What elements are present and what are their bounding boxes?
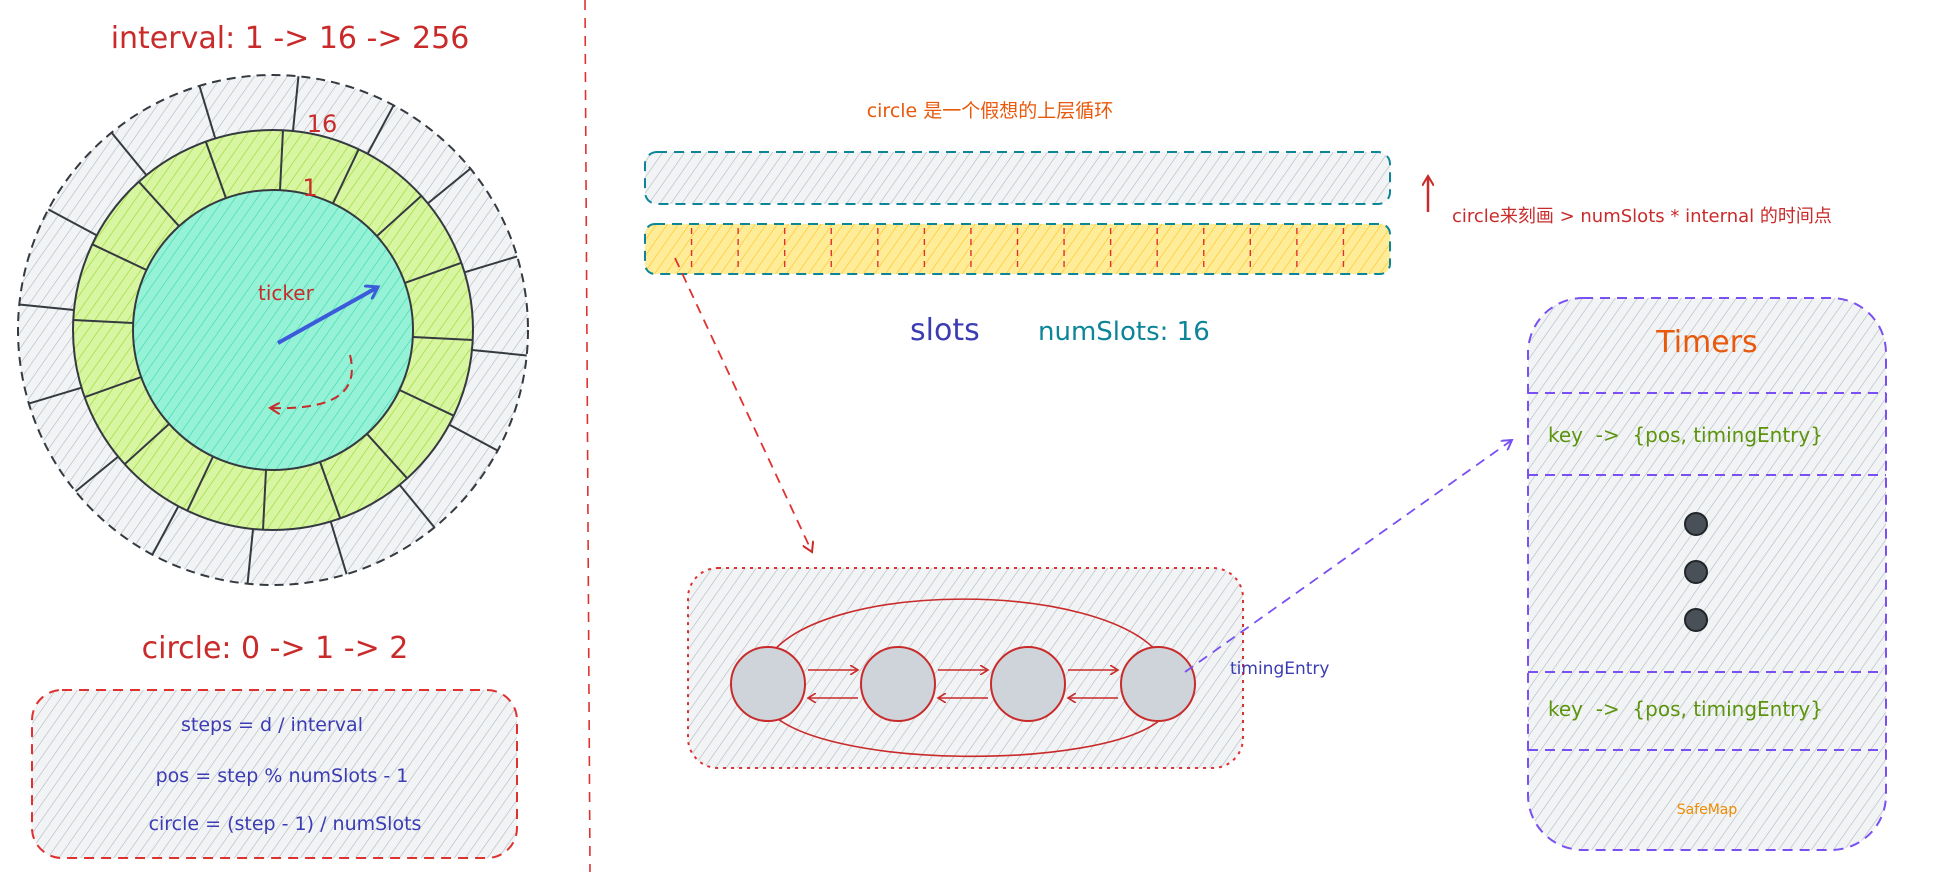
outer-ring-dividers xyxy=(19,76,527,584)
formula-panel: steps = d / interval pos = step % numSlo… xyxy=(31,689,518,859)
outer-slot-divider xyxy=(19,303,75,312)
middle-slot-divider xyxy=(73,319,134,325)
middle-slot-divider xyxy=(262,469,268,530)
middle-slot-divider xyxy=(404,261,462,284)
inner-ring-label: 1 xyxy=(302,174,317,202)
outer-slot-divider xyxy=(366,104,395,155)
middle-slot-divider xyxy=(412,335,473,341)
formula-pos: pos = step % numSlots - 1 xyxy=(156,765,409,787)
list-nodes xyxy=(730,646,1196,722)
slot-dividers xyxy=(690,228,1345,270)
ticker-arrow xyxy=(277,287,378,345)
outer-slot-divider xyxy=(398,484,436,529)
rotation-arrow xyxy=(270,354,353,408)
ticker-label: ticker xyxy=(258,281,315,305)
list-tail-to-head-link xyxy=(768,710,1161,758)
outer-slot-divider xyxy=(329,521,348,575)
middle-slot-divider xyxy=(138,181,180,227)
safemap-label: SafeMap xyxy=(1677,802,1738,818)
middle-slot-divider xyxy=(332,148,360,204)
circle-bar xyxy=(644,151,1391,205)
middle-slot-divider xyxy=(376,195,422,237)
ellipsis-dot xyxy=(1684,560,1708,584)
circle-note: circle 是一个假想的上层循环 xyxy=(867,100,1114,122)
outer-slot-divider xyxy=(464,255,518,274)
list-node xyxy=(730,646,806,722)
map-row-bottom: key -> {pos, timingEntry} xyxy=(1548,697,1823,721)
ellipsis-dots xyxy=(1684,512,1708,632)
entry-to-map-arrow xyxy=(1184,440,1512,673)
timing-entry-label: timingEntry xyxy=(1230,659,1329,679)
outer-slot-divider xyxy=(28,386,82,405)
outer-slot-divider xyxy=(448,423,499,452)
outer-slot-divider xyxy=(427,167,472,205)
middle-slot-divider xyxy=(186,456,214,512)
map-row-top: key -> {pos, timingEntry} xyxy=(1548,423,1823,447)
circle-title: circle: 0 -> 1 -> 2 xyxy=(142,631,409,666)
outer-slot-divider xyxy=(471,348,527,357)
outer-slot-divider xyxy=(291,76,300,132)
timing-list-panel xyxy=(687,567,1244,769)
interval-title: interval: 1 -> 16 -> 256 xyxy=(111,21,470,56)
outer-slot-divider xyxy=(246,528,255,584)
outer-slot-divider xyxy=(198,85,217,139)
formula-circle: circle = (step - 1) / numSlots xyxy=(149,813,422,835)
outer-slot-divider xyxy=(74,455,119,493)
outer-slot-divider xyxy=(47,208,98,237)
middle-slot-divider xyxy=(91,243,147,271)
outer-ring-label: 16 xyxy=(307,110,338,138)
timers-title: Timers xyxy=(1655,325,1757,360)
middle-slot-divider xyxy=(204,141,227,199)
middle-slot-divider xyxy=(319,461,342,519)
middle-slot-divider xyxy=(278,130,284,191)
middle-ring-dividers xyxy=(73,130,473,530)
slots-bar xyxy=(644,223,1391,275)
ellipsis-dot xyxy=(1684,608,1708,632)
timing-wheel: 16 1 ticker xyxy=(17,74,529,586)
middle-slot-divider xyxy=(399,389,455,417)
list-node xyxy=(990,646,1066,722)
section-divider xyxy=(584,0,591,872)
list-node xyxy=(1120,646,1196,722)
num-slots-label: numSlots: 16 xyxy=(1038,317,1210,347)
ellipsis-dot xyxy=(1684,512,1708,536)
middle-slot-divider xyxy=(84,376,142,399)
formula-steps: steps = d / interval xyxy=(181,714,363,736)
slot-to-list-arrow xyxy=(674,257,812,552)
outer-slot-divider xyxy=(110,131,148,176)
list-node xyxy=(860,646,936,722)
slots-label: slots xyxy=(910,313,980,348)
outer-slot-divider xyxy=(151,505,180,556)
middle-slot-divider xyxy=(366,433,408,479)
timers-map: Timers key -> {pos, timingEntry} key -> … xyxy=(1527,297,1887,851)
circle-side-note: circle来刻画 > numSlots * internal 的时间点 xyxy=(1452,206,1832,227)
inner-ring xyxy=(132,189,414,471)
middle-slot-divider xyxy=(124,423,170,465)
list-head-to-tail-link xyxy=(767,598,1160,659)
